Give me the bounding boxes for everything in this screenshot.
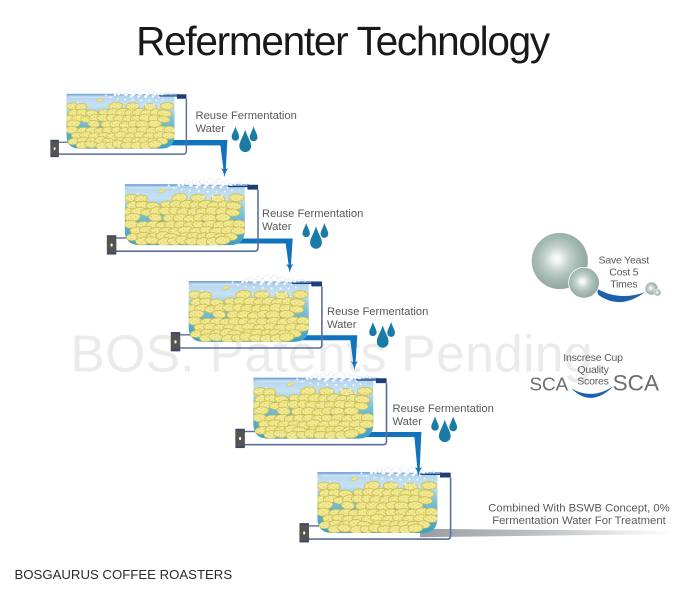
svg-text:Cost 5: Cost 5	[609, 266, 639, 278]
svg-text:Water: Water	[262, 221, 292, 233]
svg-text:Water: Water	[196, 123, 226, 135]
svg-text:Combined With BSWB Concept, 0%: Combined With BSWB Concept, 0%	[488, 503, 669, 515]
svg-text:BOS. Patents Pending: BOS. Patents Pending	[71, 325, 593, 383]
svg-text:Water: Water	[393, 416, 423, 428]
svg-text:Reuse Fermentation: Reuse Fermentation	[262, 208, 363, 220]
svg-text:SCA: SCA	[530, 374, 569, 395]
svg-text:Reuse Fermentation: Reuse Fermentation	[196, 110, 297, 122]
svg-text:Inscrese Cup: Inscrese Cup	[563, 352, 623, 364]
svg-text:SCA: SCA	[613, 371, 660, 396]
svg-text:Water: Water	[327, 319, 357, 331]
svg-text:Times: Times	[610, 278, 637, 290]
svg-text:Quality: Quality	[577, 364, 609, 376]
svg-text:Fermentation Water For Treatme: Fermentation Water For Treatment	[492, 515, 666, 527]
svg-text:Scores: Scores	[577, 376, 608, 388]
svg-text:Refermenter Technology: Refermenter Technology	[136, 18, 551, 64]
svg-text:Reuse Fermentation: Reuse Fermentation	[327, 306, 428, 318]
svg-text:BOSGAURUS COFFEE ROASTERS: BOSGAURUS COFFEE ROASTERS	[15, 567, 233, 582]
svg-text:Reuse Fermentation: Reuse Fermentation	[393, 403, 494, 415]
svg-text:Save Yeast: Save Yeast	[599, 254, 650, 266]
